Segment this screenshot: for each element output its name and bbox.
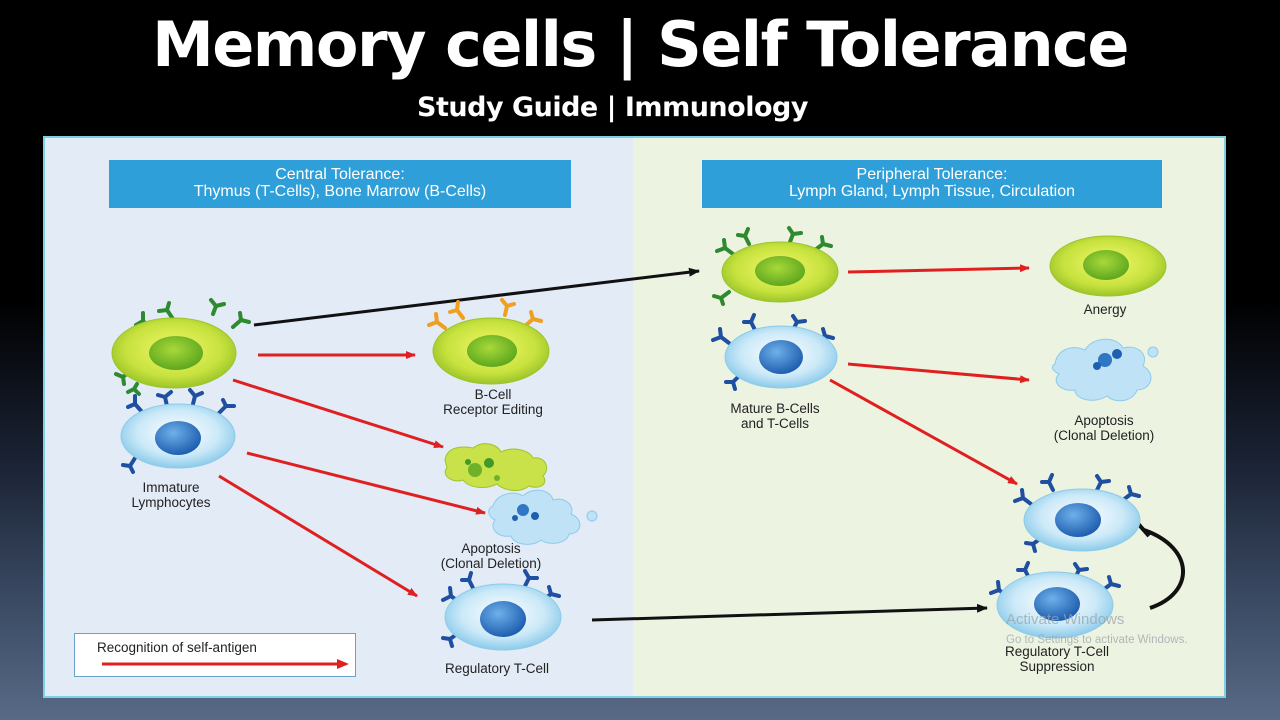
arrow-to-regulated-cell xyxy=(829,378,1018,486)
peripheral-apoptosis-label: Apoptosis (Clonal Deletion) xyxy=(1053,413,1155,443)
page-title: Memory cells | Self Tolerance xyxy=(152,8,1129,81)
anergy-label: Anergy xyxy=(1083,302,1127,317)
central-tolerance-header: Central Tolerance: Thymus (T-Cells), Bon… xyxy=(109,160,571,208)
diagram-panel: Central Tolerance: Thymus (T-Cells), Bon… xyxy=(43,136,1226,698)
peripheral-tolerance-region xyxy=(633,138,1224,696)
central-header-title: Central Tolerance: xyxy=(275,166,405,183)
legend-arrow xyxy=(102,659,349,669)
page-subtitle: Study Guide | Immunology xyxy=(417,92,808,123)
immature-t-cell xyxy=(120,388,236,474)
arrow-to-peripheral-apoptosis xyxy=(847,362,1030,384)
regulatory-t-cell-label: Regulatory T-Cell xyxy=(444,661,550,676)
suppression-label: Regulatory T-Cell Suppression xyxy=(1004,644,1110,674)
apoptotic-green-cell xyxy=(444,443,548,491)
apoptotic-blue-cell-central xyxy=(488,489,598,545)
central-apoptosis-label: Apoptosis (Clonal Deletion) xyxy=(440,541,542,571)
receptor-editing-label: B-Cell Receptor Editing xyxy=(443,387,543,417)
arrow-to-regulatory-tcell xyxy=(218,474,418,598)
arrow-treg-to-suppression xyxy=(591,603,988,622)
mature-b-cell xyxy=(712,226,839,306)
black-arrows xyxy=(253,267,1185,622)
regulatory-t-cell-peripheral xyxy=(989,561,1121,639)
peripheral-header-sites: Lymph Gland, Lymph Tissue, Circulation xyxy=(788,183,1076,200)
regulatory-t-cell-central xyxy=(441,569,562,651)
suppression-feedback-arc xyxy=(1143,528,1185,610)
red-arrows xyxy=(218,264,1030,598)
anergic-cell xyxy=(1049,235,1167,297)
central-header-sites: Thymus (T-Cells), Bone Marrow (B-Cells) xyxy=(193,183,487,200)
arrow-to-anergy xyxy=(847,264,1030,274)
mature-t-cell xyxy=(711,313,838,391)
arrow-to-apoptosis-blue xyxy=(246,451,486,515)
receptor-edited-b-cell xyxy=(427,298,550,385)
immature-b-cell xyxy=(111,298,251,396)
mature-cells-label: Mature B-Cells and T-Cells xyxy=(730,401,820,431)
suppressed-cell xyxy=(1013,473,1141,553)
tolerance-diagram xyxy=(111,226,1185,651)
activation-watermark-hint: Go to Settings to activate Windows. xyxy=(1006,634,1188,646)
legend: Recognition of self-antigen xyxy=(74,633,356,677)
apoptotic-blue-cell-peripheral xyxy=(1051,338,1159,402)
immature-lymphocytes-label: Immature Lymphocytes xyxy=(131,480,211,510)
legend-label: Recognition of self-antigen xyxy=(97,640,257,655)
activation-watermark-title: Activate Windows xyxy=(1006,611,1125,628)
peripheral-tolerance-header: Peripheral Tolerance: Lymph Gland, Lymph… xyxy=(702,160,1162,208)
arrow-to-peripheral xyxy=(253,267,700,327)
peripheral-header-title: Peripheral Tolerance: xyxy=(856,166,1008,183)
arrow-to-apoptosis-green xyxy=(232,378,444,449)
